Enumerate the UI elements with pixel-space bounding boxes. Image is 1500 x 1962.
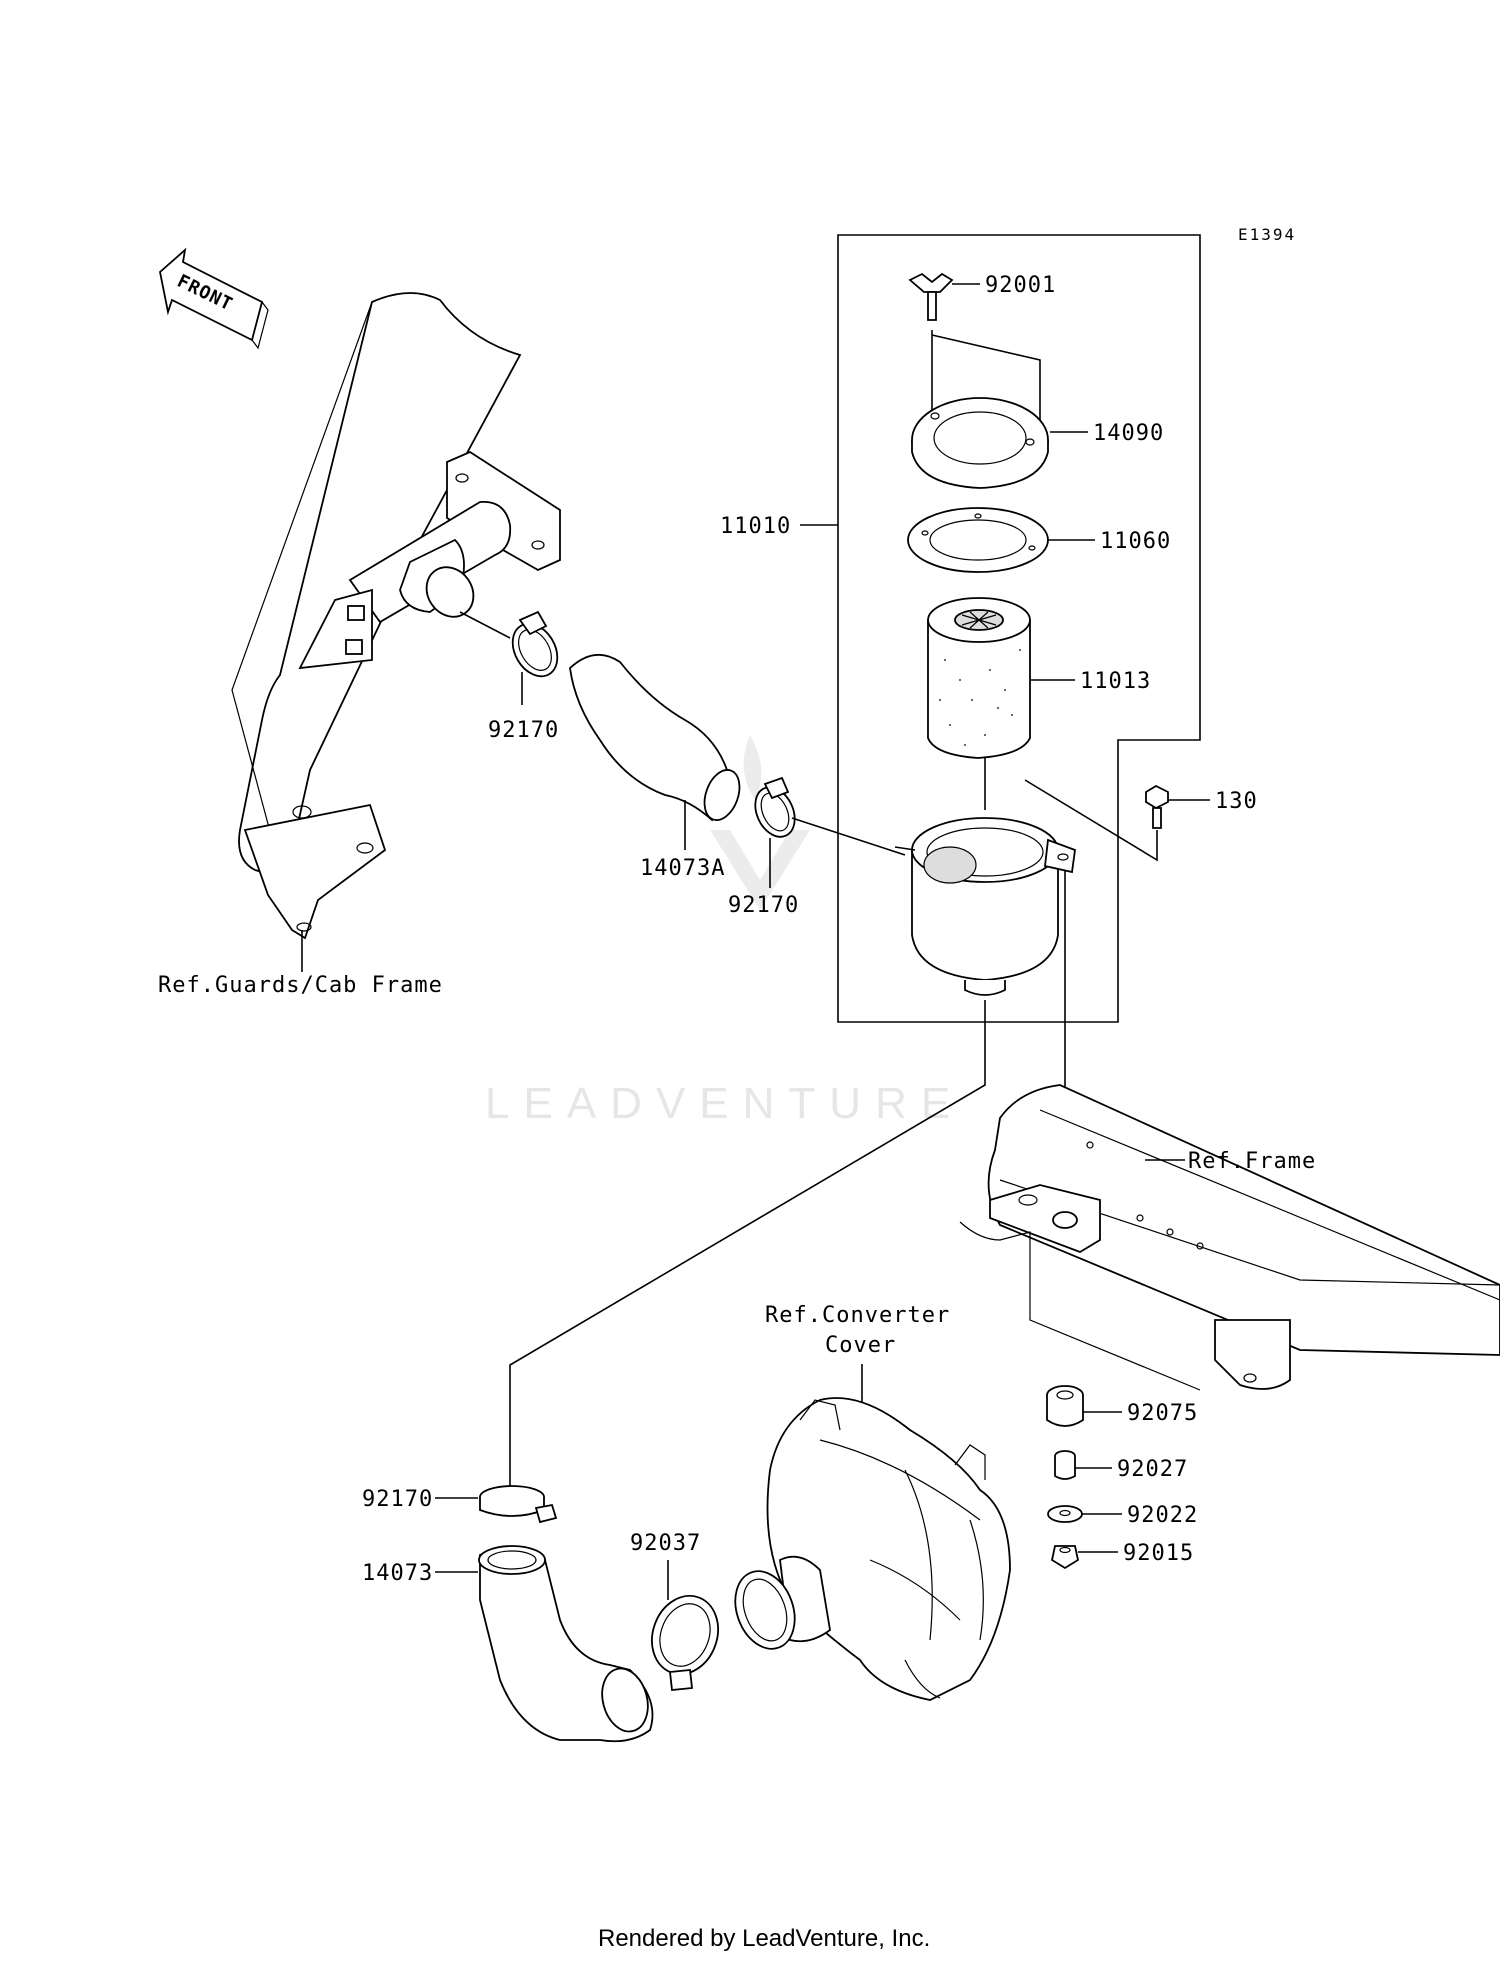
nut-92015 <box>1050 1545 1080 1570</box>
ref-converter-cover-line1: Ref.Converter <box>765 1303 950 1328</box>
clamp-lower <box>479 1485 558 1524</box>
wing-bolt-92001 <box>908 272 954 321</box>
label-130: 130 <box>1215 789 1258 814</box>
label-11060: 11060 <box>1100 529 1171 554</box>
diagram-code: E1394 <box>1238 225 1296 244</box>
hose-14073a <box>569 653 741 822</box>
label-14073a: 14073A <box>640 856 725 881</box>
grommet-92075 <box>1046 1385 1084 1427</box>
collar-92027 <box>1054 1450 1076 1480</box>
ref-guards-cab-frame: Ref.Guards/Cab Frame <box>158 973 443 998</box>
bolt-130 <box>1145 784 1169 829</box>
assembly-11010-box <box>837 234 1201 1023</box>
watermark-text: LEADVENTURE <box>485 1079 964 1128</box>
label-92170-lower: 92170 <box>362 1487 433 1512</box>
label-14090: 14090 <box>1093 421 1164 446</box>
ref-frame: Ref.Frame <box>1188 1149 1316 1174</box>
clamp-mid <box>754 776 796 838</box>
label-14073: 14073 <box>362 1561 433 1586</box>
cover-14090 <box>911 397 1049 489</box>
main-frame <box>959 1084 1500 1391</box>
label-11010: 11010 <box>720 514 791 539</box>
label-92015: 92015 <box>1123 1541 1194 1566</box>
label-92027: 92027 <box>1117 1457 1188 1482</box>
label-92022: 92022 <box>1127 1503 1198 1528</box>
air-cleaner-housing <box>911 817 1076 996</box>
watermark-logo <box>710 735 810 910</box>
label-92037: 92037 <box>630 1531 701 1556</box>
element-11013 <box>927 597 1031 759</box>
watermark: LEADVENTURE <box>485 735 964 1128</box>
ref-converter-cover-line2: Cover <box>825 1333 896 1358</box>
footer-credit: Rendered by LeadVenture, Inc. <box>598 1925 930 1952</box>
front-arrow-icon: FRONT <box>159 247 269 350</box>
guards-cab-frame <box>231 292 561 940</box>
gasket-11060 <box>907 507 1049 573</box>
label-92075: 92075 <box>1127 1401 1198 1426</box>
label-11013: 11013 <box>1080 669 1151 694</box>
clamp-92037 <box>651 1594 719 1691</box>
clamp-upper <box>511 610 559 678</box>
washer-92022 <box>1047 1505 1083 1523</box>
converter-cover <box>734 1397 1011 1701</box>
label-92001: 92001 <box>985 273 1056 298</box>
label-92170-mid: 92170 <box>728 893 799 918</box>
label-92170-upper: 92170 <box>488 718 559 743</box>
hose-14073 <box>478 1545 654 1743</box>
